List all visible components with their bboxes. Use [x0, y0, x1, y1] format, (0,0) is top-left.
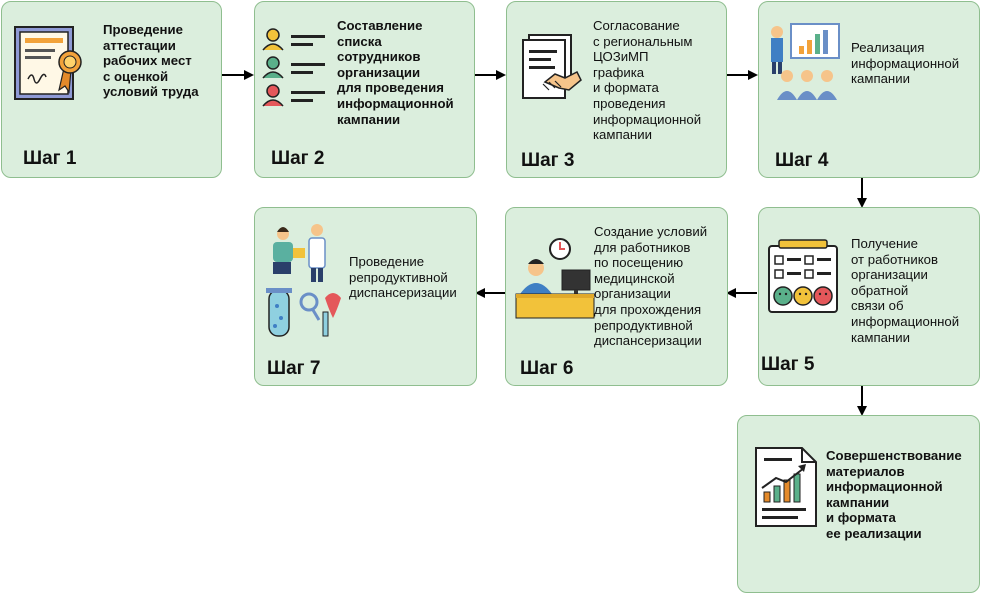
certificate-icon [14, 26, 82, 100]
step-2-label: Шаг 2 [271, 148, 325, 169]
feedback-clipboard-icon [768, 239, 838, 313]
step-1-label: Шаг 1 [23, 148, 77, 169]
medical-checkup-icon [266, 224, 341, 337]
step-5-label: Шаг 5 [761, 354, 815, 375]
step-3-label: Шаг 3 [521, 150, 575, 171]
handshake-document-icon [522, 34, 582, 99]
step-7-label: Шаг 7 [267, 358, 321, 379]
step-4-label: Шаг 4 [775, 150, 829, 171]
step-6-label: Шаг 6 [520, 358, 574, 379]
people-list-icon [262, 28, 325, 107]
presentation-audience-icon [771, 23, 840, 100]
report-growth-chart-icon [755, 447, 817, 527]
office-worker-desk-icon [515, 238, 595, 319]
